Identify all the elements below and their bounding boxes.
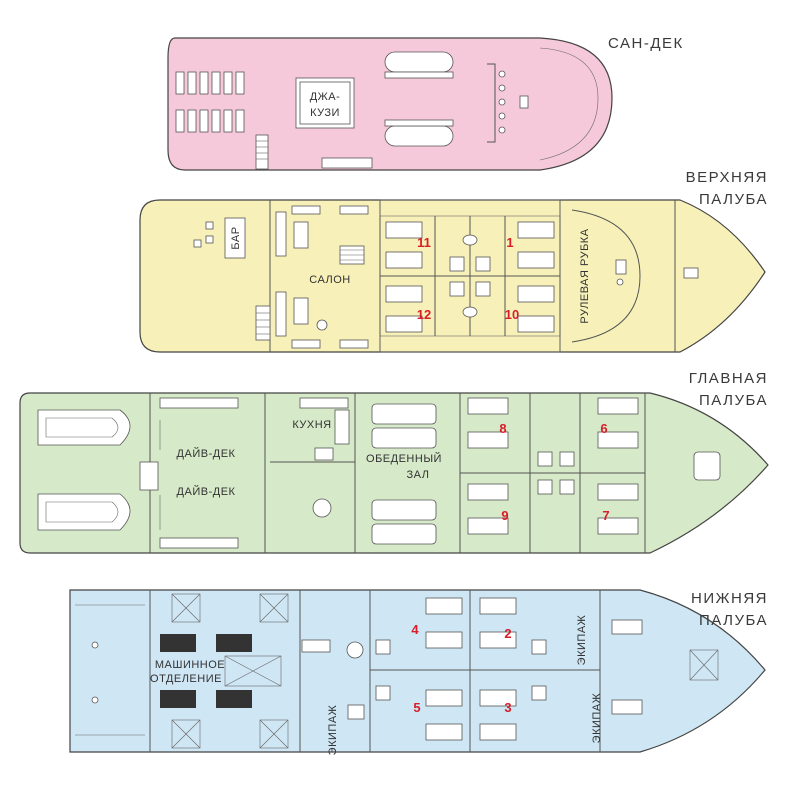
lower-bathrooms <box>375 639 547 701</box>
main-bathrooms <box>537 451 575 495</box>
main-deck-hull <box>19 392 769 554</box>
salon-label: САЛОН <box>309 274 351 286</box>
sundeck: ДЖА- КУЗИ САН-ДЕК <box>167 35 684 171</box>
jacuzzi-label-2: КУЗИ <box>310 107 340 119</box>
cabin-number: 6 <box>600 421 607 436</box>
cabin-number: 10 <box>505 307 519 322</box>
jacuzzi-label-1: ДЖА- <box>310 91 341 103</box>
dining-label: ОБЕДЕННЫЙ <box>366 452 442 465</box>
sundeck-bow-seating <box>487 63 529 143</box>
upper-deck: 11 1 12 10 САЛОН БАР РУЛЕВАЯ РУБКА <box>139 169 768 353</box>
lower-deck-title: НИЖНЯЯ ПАЛУБА <box>691 590 768 629</box>
lower-beds <box>425 597 643 741</box>
cabin-number: 2 <box>504 626 511 641</box>
main-deck-title: ГЛАВНАЯ ПАЛУБА <box>689 370 768 409</box>
upper-deck-title: ВЕРХНЯЯ ПАЛУБА <box>686 169 768 208</box>
crew-label: ЭКИПАЖ <box>591 693 603 744</box>
bar-counter <box>224 217 246 259</box>
cabin-number: 5 <box>413 700 420 715</box>
anchor-winch-icon <box>693 451 721 481</box>
cabin-number: 7 <box>602 508 609 523</box>
divedeck-label: ДАЙВ-ДЕК <box>177 485 236 498</box>
sundeck-tables <box>384 51 454 147</box>
cabin-number: 11 <box>417 235 431 250</box>
svg-text:НИЖНЯЯ: НИЖНЯЯ <box>691 590 768 607</box>
bar-label: БАР <box>230 226 242 249</box>
cabin-number: 1 <box>506 235 513 250</box>
divedeck-label: ДАЙВ-ДЕК <box>177 447 236 460</box>
sundeck-stairs <box>255 134 269 170</box>
svg-text:ПАЛУБА: ПАЛУБА <box>699 612 768 629</box>
upper-beds <box>385 221 555 333</box>
dining-tables <box>371 403 437 545</box>
upper-bathrooms <box>449 234 491 318</box>
svg-text:ВЕРХНЯЯ: ВЕРХНЯЯ <box>686 169 768 186</box>
crew-label: ЭКИПАЖ <box>327 705 339 756</box>
wheelhouse-label: РУЛЕВАЯ РУБКА <box>579 228 591 323</box>
svg-text:ГЛАВНАЯ: ГЛАВНАЯ <box>689 370 768 387</box>
lower-deck: МАШИННОЕ ОТДЕЛЕНИЕ ЭКИПАЖ 4 2 5 3 ЭКИПАЖ… <box>69 589 768 756</box>
lower-deck-hull <box>69 589 766 753</box>
main-deck: ДАЙВ-ДЕК ДАЙВ-ДЕК КУХНЯ ОБЕДЕННЫЙ ЗАЛ 8 <box>19 370 769 554</box>
dive-deck-racks <box>139 397 239 549</box>
dive-tenders <box>37 409 131 531</box>
kitchen-label: КУХНЯ <box>292 419 331 431</box>
cabin-number: 8 <box>499 421 506 436</box>
engine-label: МАШИННОЕ <box>155 659 225 671</box>
cabin-number: 9 <box>501 508 508 523</box>
svg-text:ПАЛУБА: ПАЛУБА <box>699 392 768 409</box>
dining-label: ЗАЛ <box>407 469 430 481</box>
salon-furniture <box>275 205 369 349</box>
svg-text:ПАЛУБА: ПАЛУБА <box>699 191 768 208</box>
engine-room <box>160 593 289 749</box>
main-beds <box>467 397 639 535</box>
cabin-number: 4 <box>411 622 419 637</box>
cabin-number: 3 <box>504 700 511 715</box>
cabin-number: 12 <box>417 307 431 322</box>
engine-label: ОТДЕЛЕНИЕ <box>150 673 222 685</box>
crew-label: ЭКИПАЖ <box>576 615 588 666</box>
sundeck-sunbeds <box>175 71 245 133</box>
sundeck-title: САН-ДЕК <box>608 35 684 52</box>
